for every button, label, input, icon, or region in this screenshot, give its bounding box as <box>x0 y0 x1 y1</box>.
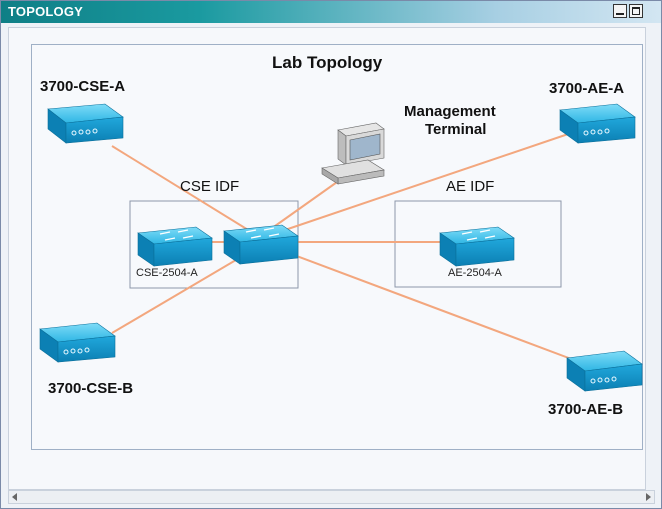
router-3700-ae-b[interactable] <box>566 350 643 392</box>
router-3700-cse-a[interactable] <box>47 103 124 144</box>
link-cse-b <box>111 246 259 334</box>
window-title: TOPOLOGY <box>8 4 84 19</box>
scroll-right-icon[interactable] <box>646 493 651 501</box>
label-3700-cse-b: 3700-CSE-B <box>48 380 134 397</box>
link-cse-a <box>111 145 259 237</box>
label-3700-ae-a: 3700-AE-A <box>549 80 625 97</box>
router-3700-ae-a[interactable] <box>559 103 636 144</box>
ae-idf-label: AE IDF <box>446 178 495 195</box>
maximize-button[interactable] <box>629 4 643 18</box>
link-ae-a <box>281 129 581 232</box>
switch-cse-2504-a[interactable] <box>137 226 213 267</box>
minimize-button[interactable] <box>613 4 627 18</box>
diagram-title: Lab Topology <box>272 53 383 72</box>
label-ae-2504-a: AE-2504-A <box>448 267 502 279</box>
cse-idf-label: CSE IDF <box>180 178 240 195</box>
ae-idf-box <box>394 200 562 288</box>
horizontal-scrollbar[interactable] <box>8 490 655 504</box>
switch-ae-2504-a[interactable] <box>439 226 515 267</box>
label-3700-cse-a: 3700-CSE-A <box>40 78 126 95</box>
diagram-panel <box>31 44 643 450</box>
label-cse-2504-a: CSE-2504-A <box>136 267 198 279</box>
router-3700-cse-b[interactable] <box>39 322 116 363</box>
management-terminal-icon[interactable] <box>321 122 385 185</box>
scroll-left-icon[interactable] <box>12 493 17 501</box>
management-label-line1: Management <box>404 103 496 120</box>
management-label-line2: Terminal <box>425 121 487 138</box>
switch-core[interactable] <box>223 224 299 265</box>
title-bar: TOPOLOGY <box>1 1 661 23</box>
link-ae-b <box>285 251 591 367</box>
label-3700-ae-b: 3700-AE-B <box>548 401 624 418</box>
topology-content <box>8 27 646 490</box>
